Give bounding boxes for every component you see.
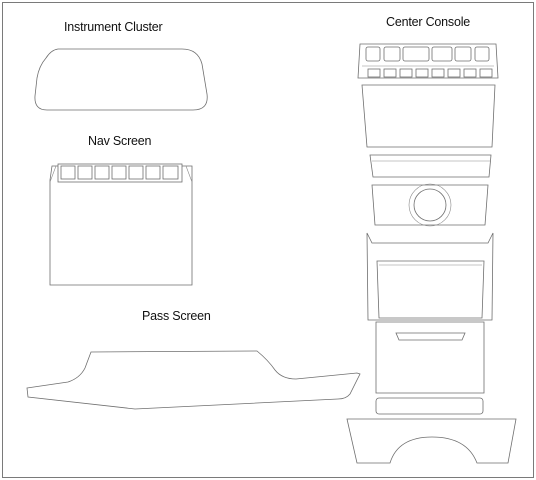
console-small-strip [375, 397, 484, 415]
console-dial-panel [371, 183, 489, 227]
console-upper-display [361, 84, 496, 148]
console-bottom-base [346, 418, 517, 464]
console-slim-strip [369, 154, 492, 178]
instrument-cluster-shape [34, 48, 208, 111]
console-storage-panel [375, 321, 485, 394]
center-console-label: Center Console [386, 15, 470, 29]
console-control-panel [357, 43, 499, 79]
pass-screen-label: Pass Screen [142, 309, 211, 323]
console-trim-bezel [366, 232, 494, 321]
instrument-cluster-label: Instrument Cluster [64, 20, 163, 34]
nav-screen-button-row [57, 163, 183, 183]
nav-screen-shape [49, 163, 193, 286]
pass-screen-shape [26, 350, 361, 410]
nav-screen-label: Nav Screen [88, 134, 152, 148]
center-console-parts [346, 43, 517, 464]
